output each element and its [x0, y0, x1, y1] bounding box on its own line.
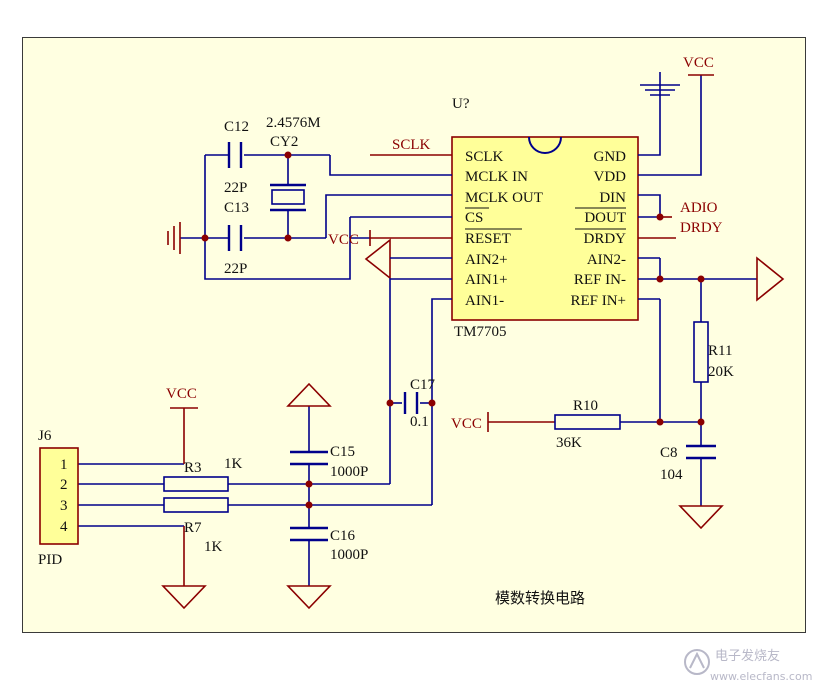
pin-ain1-minus: AIN1-: [465, 293, 504, 309]
r11-body[interactable]: [693, 321, 709, 383]
r10-ref: R10: [573, 398, 598, 414]
ground-triangle-c16: [286, 585, 332, 610]
ref-triangle-right: [756, 256, 785, 302]
j6-pin-3: 3: [60, 498, 68, 514]
ground-symbol-left: [167, 222, 181, 254]
j6-pin-4: 4: [60, 519, 68, 535]
r3-body[interactable]: [163, 476, 229, 492]
r7-body[interactable]: [163, 497, 229, 513]
watermark-url: www.elecfans.com: [710, 670, 812, 683]
c15-value: 1000P: [330, 464, 368, 480]
r7-ref: R7: [184, 520, 202, 536]
cy2-value: 2.4576M: [266, 115, 321, 131]
r3-value: 1K: [224, 456, 243, 472]
pin-ain2-plus: AIN2+: [465, 252, 508, 268]
watermark-text: 电子发烧友: [715, 648, 780, 664]
r11-value: 20K: [708, 364, 734, 380]
ground-symbol-top: [640, 72, 680, 96]
chip-ref: U?: [452, 96, 470, 112]
j6-ref: J6: [38, 428, 52, 444]
c8-ref: C8: [660, 445, 678, 461]
c12-value: 22P: [224, 180, 247, 196]
cy2-crystal[interactable]: [270, 183, 306, 212]
c13-ref: C13: [224, 200, 249, 216]
caption: 模数转换电路: [495, 589, 585, 607]
c15-capacitor[interactable]: [290, 450, 328, 466]
j6-pin-1: 1: [60, 457, 68, 473]
c12-ref: C12: [224, 119, 249, 135]
input-wiring: [78, 278, 452, 586]
pin-mclk-out: MCLK OUT: [465, 190, 543, 206]
pin-gnd: GND: [594, 149, 627, 165]
c8-value: 104: [660, 467, 683, 483]
cy2-ref: CY2: [270, 134, 298, 150]
pin-mclk-in: MCLK IN: [465, 169, 528, 185]
c13-capacitor[interactable]: [227, 225, 243, 251]
ground-triangle-c8: [678, 505, 724, 530]
watermark-logo: [684, 649, 710, 675]
r10-value: 36K: [556, 435, 582, 451]
vcc-label-r3: VCC: [166, 386, 197, 402]
pin-drdy: DRDY: [583, 231, 626, 247]
ref-triangle-c15: [286, 382, 332, 407]
c16-capacitor[interactable]: [290, 526, 328, 542]
j6-pin-2: 2: [60, 477, 68, 493]
vcc-label-reset: VCC: [328, 232, 359, 248]
r11-ref: R11: [708, 343, 732, 359]
c13-value: 22P: [224, 261, 247, 277]
pin-refin-minus: REF IN-: [574, 272, 626, 288]
pin-ain2-minus: AIN2-: [587, 252, 626, 268]
pin-din: DIN: [599, 190, 626, 206]
ground-triangle-r7: [161, 585, 207, 610]
pin-vdd: VDD: [594, 169, 627, 185]
chip-part: TM7705: [454, 324, 507, 340]
ref-triangle-left: [364, 238, 391, 280]
c12-capacitor[interactable]: [227, 142, 243, 168]
pin-sclk: SCLK: [465, 149, 504, 165]
c16-value: 1000P: [330, 547, 368, 563]
pin-cs: CS: [465, 210, 483, 226]
pin-dout: DOUT: [584, 210, 626, 226]
j6-connector[interactable]: [39, 447, 79, 545]
r10-body[interactable]: [554, 414, 621, 430]
c17-ref: C17: [410, 377, 436, 393]
crystal-wiring: [180, 154, 452, 280]
c8-capacitor[interactable]: [686, 444, 716, 460]
net-drdy: DRDY: [680, 220, 723, 236]
r3-ref: R3: [184, 460, 202, 476]
net-sclk: SCLK: [392, 137, 431, 153]
net-adio: ADIO: [680, 200, 718, 216]
vcc-label-right: VCC: [683, 55, 714, 71]
pin-ain1-plus: AIN1+: [465, 272, 508, 288]
c17-value: 0.1: [410, 414, 429, 430]
r7-value: 1K: [204, 539, 223, 555]
vcc-label-r10: VCC: [451, 416, 482, 432]
c16-ref: C16: [330, 528, 356, 544]
pin-refin-plus: REF IN+: [570, 293, 626, 309]
c17-capacitor[interactable]: [403, 392, 419, 414]
schematic-sheet: [22, 37, 806, 633]
c15-ref: C15: [330, 444, 355, 460]
pin-reset: RESET: [465, 231, 511, 247]
j6-name: PID: [38, 552, 62, 568]
